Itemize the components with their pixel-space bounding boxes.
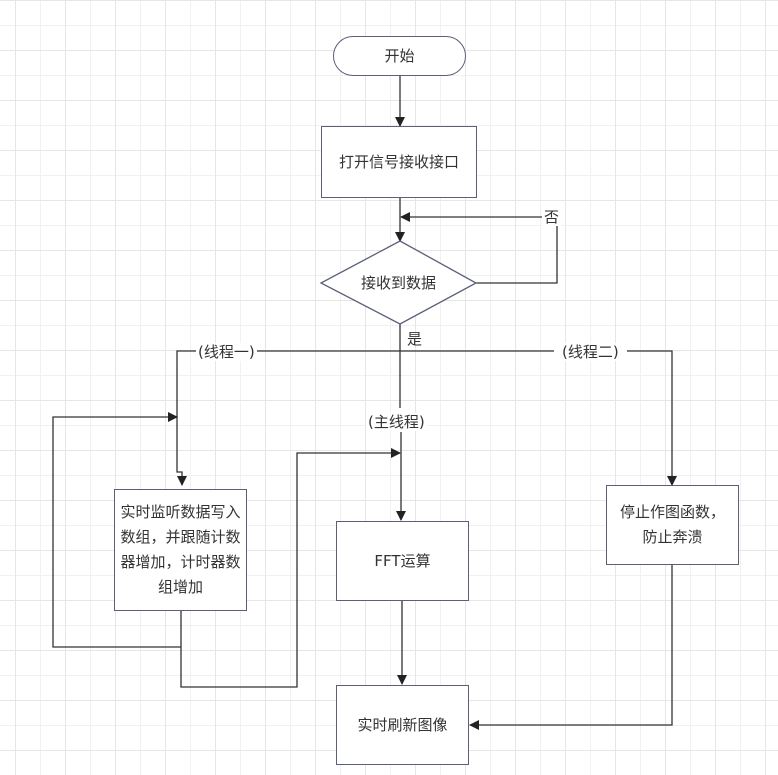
edge-label-thread2: (线程二) (554, 343, 627, 361)
refresh-node: 实时刷新图像 (336, 685, 469, 765)
edge-label-no: 否 (542, 208, 562, 226)
edge-thread2-branch (400, 350, 677, 486)
edge-no-loop (476, 226, 558, 284)
open-interface-label: 打开信号接收接口 (338, 152, 459, 171)
thread2-task-label: 停止作图函数，防止奔溃 (619, 503, 725, 546)
edge-thread2-to-refresh (469, 565, 673, 730)
start-label: 开始 (384, 46, 415, 65)
decision-node: 接收到数据 (321, 241, 476, 324)
start-node: 开始 (333, 36, 466, 76)
thread2-task-node: 停止作图函数，防止奔溃 (606, 485, 739, 565)
edge-label-main-thread: (主线程) (366, 413, 427, 431)
decision-label: 接收到数据 (360, 274, 436, 292)
fft-node: FFT运算 (336, 521, 469, 601)
edge-label-thread1: (线程一) (196, 343, 257, 361)
refresh-label: 实时刷新图像 (357, 715, 448, 734)
thread1-task-label: 实时监听数据写入数组，并跟随计数器增加，计时器数组增加 (120, 503, 241, 596)
edge-thread1-to-main (180, 448, 401, 688)
thread1-task-node: 实时监听数据写入数组，并跟随计数器增加，计时器数组增加 (114, 489, 247, 611)
edge-thread1-loop (52, 412, 181, 648)
fft-label: FFT运算 (374, 551, 431, 570)
open-interface-node: 打开信号接收接口 (321, 126, 477, 198)
decision-diamond (319, 240, 478, 325)
edge-label-yes: 是 (407, 330, 423, 348)
